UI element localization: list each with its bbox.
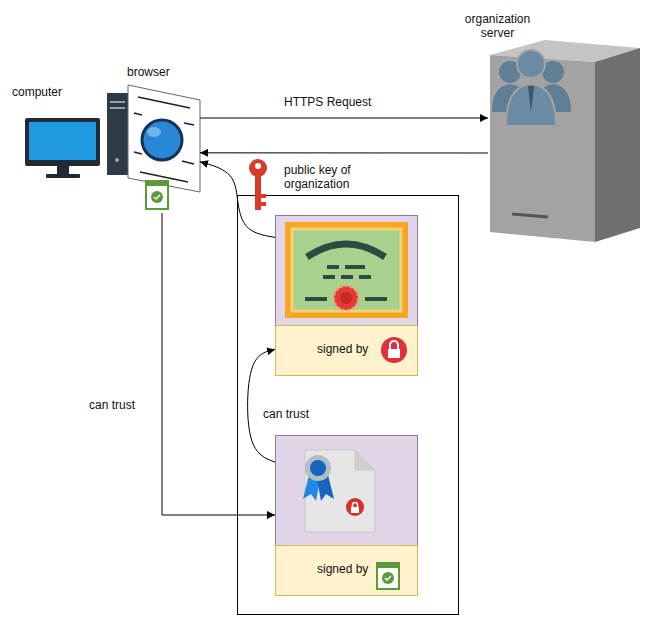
connector-arrow — [200, 152, 488, 153]
edge-label: can trust — [88, 398, 136, 412]
server-icon — [528, 86, 534, 112]
edge-label: HTTPS Request — [283, 95, 372, 109]
certificate-icon — [305, 297, 327, 301]
key-icon — [255, 176, 261, 210]
certificate-icon — [359, 275, 371, 279]
connector-arrow — [162, 213, 275, 515]
certificate-icon — [285, 222, 408, 318]
certificate-file-icon — [303, 450, 375, 532]
certificate-icon — [292, 229, 401, 311]
server-icon — [506, 84, 556, 126]
node-heading: browser — [127, 65, 197, 79]
trust-badge-icon — [385, 576, 391, 580]
browser-icon — [128, 85, 200, 192]
lock-icon — [388, 349, 400, 358]
browser-icon — [107, 85, 200, 192]
certificate-file-icon — [310, 460, 326, 476]
browser-icon — [138, 97, 190, 108]
trust-badge-icon — [377, 563, 399, 589]
certificate-file-icon — [355, 450, 375, 470]
monitor-icon — [46, 174, 80, 178]
certificate-icon — [340, 292, 352, 304]
trust-badge-icon — [146, 181, 168, 186]
trust-badge-icon — [377, 563, 399, 568]
trust-badge-icon — [146, 181, 168, 209]
server-icon — [595, 48, 640, 242]
certificate-file-icon — [353, 503, 358, 508]
trust-badge-icon — [146, 181, 168, 209]
key-icon — [255, 163, 261, 169]
browser-icon — [110, 101, 125, 103]
certificate-icon — [307, 244, 385, 257]
lock-icon — [381, 337, 407, 363]
connector-arrow — [200, 162, 275, 238]
server-icon — [512, 214, 548, 217]
edge-label: public key of organization — [283, 163, 367, 191]
certificate-file-icon — [305, 455, 331, 481]
trust-badge-icon — [382, 572, 394, 584]
monitor-icon — [57, 166, 69, 174]
container-box — [238, 196, 459, 615]
key-icon — [249, 159, 267, 210]
browser-icon — [184, 123, 194, 125]
signed-by-label: signed by — [317, 342, 368, 356]
lock-icon — [390, 341, 398, 349]
certificate-icon — [334, 286, 358, 310]
server-icon — [490, 40, 640, 242]
certificate-card: signed by — [275, 435, 418, 595]
certificate-card: signed by — [275, 215, 418, 375]
connector-arrow — [200, 118, 488, 119]
server-icon — [490, 55, 595, 242]
node-heading: computer — [12, 85, 82, 99]
connector-arrow — [248, 349, 275, 462]
trust-badge-icon — [154, 195, 160, 199]
container-box — [238, 196, 459, 615]
node-heading: organization server — [455, 12, 540, 40]
key-icon — [261, 194, 266, 198]
server-icon: organization server — [488, 42, 640, 242]
certificate-icon — [323, 275, 335, 279]
signed-by-label: signed by — [317, 562, 368, 576]
signature-strip: signed by — [275, 545, 418, 596]
browser-icon: browser — [105, 85, 200, 213]
server-icon — [517, 50, 545, 78]
certificate-icon — [365, 297, 387, 301]
edge-label: can trust — [262, 407, 310, 421]
browser-icon — [134, 113, 142, 115]
browser-icon — [115, 158, 119, 162]
browser-icon — [134, 152, 142, 154]
browser-icon — [110, 107, 125, 109]
key-icon — [261, 202, 266, 206]
certificate-file-icon — [346, 498, 364, 516]
certificate-icon — [345, 265, 365, 269]
browser-icon — [142, 120, 182, 160]
key-icon — [249, 159, 267, 177]
browser-icon — [182, 161, 194, 164]
certificate-file-icon — [351, 507, 359, 513]
monitor-icon — [29, 122, 96, 160]
trust-badge-icon — [151, 191, 163, 203]
certificate-icon — [341, 275, 353, 279]
browser-icon — [107, 93, 129, 175]
browser-icon — [147, 127, 161, 137]
lock-icon — [381, 337, 407, 363]
certificate-icon — [327, 265, 339, 269]
certificate-icon — [285, 222, 408, 318]
signature-strip: signed by — [275, 325, 418, 376]
trust-badge-icon — [377, 563, 399, 589]
monitor-icon — [25, 118, 100, 178]
monitor-icon — [25, 118, 100, 166]
computer-icon: computer — [25, 118, 100, 178]
